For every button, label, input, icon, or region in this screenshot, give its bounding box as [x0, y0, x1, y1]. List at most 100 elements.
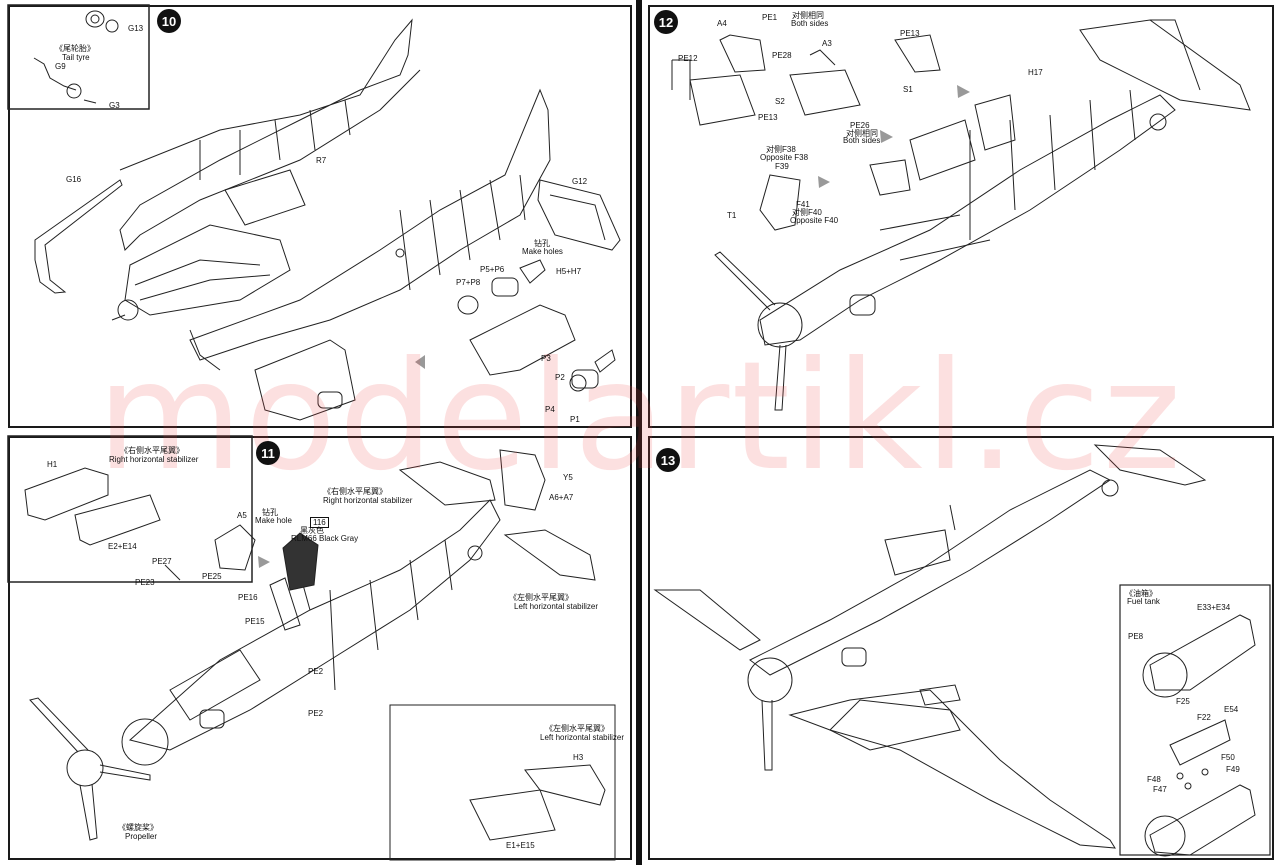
step-number-11: 11: [256, 441, 280, 465]
propeller-label-en: Propeller: [125, 832, 158, 841]
part-label-pe15: PE15: [245, 617, 265, 626]
part-label-h5h7: H5+H7: [556, 267, 582, 276]
right-stab-label-en: Right horizontal stabilizer: [109, 455, 199, 464]
both-sides-label-en: Both sides: [791, 19, 829, 28]
part-label-h1: H1: [47, 460, 58, 469]
step-number-12: 12: [654, 10, 678, 34]
opposite-f40-label-cn: 对侧F40: [792, 208, 822, 217]
part-label-pe26: PE26: [850, 121, 870, 130]
part-label-g12: G12: [572, 177, 588, 186]
part-label-pe12: PE12: [678, 54, 698, 63]
part-label-a4: A4: [717, 19, 727, 28]
propeller-label-cn: 《螺旋桨》: [118, 823, 158, 832]
panel-g12: [537, 179, 621, 251]
part-label-a6a7: A6+A7: [549, 493, 574, 502]
opposite-f40-label-en: Opposite F40: [790, 216, 839, 225]
part-label-g3: G3: [109, 101, 120, 110]
paint-label-en: RLM66 Black Gray: [291, 534, 359, 543]
part-label-p3: P3: [541, 354, 551, 363]
step-12-panel: [648, 5, 1274, 428]
left-stab-inset-frame: [389, 704, 616, 861]
right-stab-2-label-en: Right horizontal stabilizer: [323, 496, 413, 505]
paint-label-cn: 黑灰色: [300, 526, 324, 535]
part-label-e54: E54: [1224, 705, 1239, 714]
right-stab-label-cn: 《右侧水平尾翼》: [120, 446, 184, 455]
step-10-panel: [8, 5, 632, 428]
part-label-g16: G16: [66, 175, 82, 184]
part-label-f41: F41: [796, 200, 810, 209]
part-label-pe23: PE23: [135, 578, 155, 587]
left-stab-3-label-cn: 《左侧水平尾翼》: [545, 724, 609, 733]
right-stab-2-label-cn: 《右侧水平尾翼》: [323, 487, 387, 496]
step-11-panel: [8, 436, 632, 860]
fuel-tank-label-en: Fuel tank: [1127, 597, 1160, 606]
cowling-g16: [34, 179, 123, 294]
right-stab-inset-frame: [7, 435, 253, 583]
part-label-e1e15: E1+E15: [506, 841, 535, 850]
stab-h3-e1: [469, 764, 606, 841]
part-label-pe2-a: PE2: [308, 667, 324, 676]
fuel-tank-inset-frame: [1119, 584, 1271, 856]
part-label-f50: F50: [1221, 753, 1235, 762]
part-label-pe2-b: PE2: [308, 709, 324, 718]
part-label-g9: G9: [55, 62, 66, 71]
part-label-h17: H17: [1028, 68, 1043, 77]
both-sides-label-cn: 对侧相同: [792, 11, 824, 20]
step-number-13: 13: [656, 448, 680, 472]
both-sides-2-label-cn: 对侧相同: [846, 129, 878, 138]
part-label-p2: P2: [555, 373, 565, 382]
part-label-s2: S2: [775, 97, 785, 106]
make-hole-label-en: Make hole: [255, 516, 292, 525]
part-label-f48: F48: [1147, 775, 1161, 784]
plane-step13: [653, 444, 1207, 849]
part-label-y5: Y5: [563, 473, 573, 482]
part-label-e33e34: E33+E34: [1197, 603, 1231, 612]
left-stab-label-cn: 《左侧水平尾翼》: [509, 593, 573, 602]
fuselage-right: [189, 88, 551, 361]
engine-block: [111, 224, 291, 321]
part-label-t1: T1: [727, 211, 737, 220]
part-label-pe13-b: PE13: [900, 29, 920, 38]
opposite-f38-label-en: Opposite F38: [760, 153, 809, 162]
direction-arrows: [258, 85, 970, 568]
both-sides-2-label-en: Both sides: [843, 136, 881, 145]
part-label-f47: F47: [1153, 785, 1167, 794]
page-divider: [636, 0, 642, 865]
part-label-r7: R7: [316, 156, 327, 165]
opposite-f38-label-cn: 对侧F38: [766, 145, 796, 154]
armor-glass-rlm66: [282, 532, 319, 591]
part-label-pe1: PE1: [762, 13, 778, 22]
stab-h1-e2: [24, 467, 161, 546]
left-stab-3-label-en: Left horizontal stabilizer: [540, 733, 625, 742]
part-label-p4: P4: [545, 405, 555, 414]
part-label-f25: F25: [1176, 697, 1190, 706]
make-hole-label-cn: 钻孔: [262, 508, 278, 517]
part-label-e2e14: E2+E14: [108, 542, 137, 551]
side-cowl-panels: [189, 304, 576, 421]
left-stab-label-en: Left horizontal stabilizer: [514, 602, 599, 611]
part-label-g13: G13: [128, 24, 144, 33]
part-label-a3: A3: [822, 39, 832, 48]
part-label-pe8: PE8: [1128, 632, 1144, 641]
step-13-panel: [648, 436, 1274, 860]
make-holes-label-en: Make holes: [522, 247, 563, 256]
tail-tyre-label-cn: 《尾轮胎》: [55, 44, 95, 53]
part-label-f22: F22: [1197, 713, 1211, 722]
part-label-p5p6: P5+P6: [480, 265, 505, 274]
step-number-10: 10: [157, 9, 181, 33]
part-label-a5: A5: [237, 511, 247, 520]
fuel-tank-parts: [1142, 614, 1256, 857]
part-label-f49: F49: [1226, 765, 1240, 774]
part-label-s1: S1: [903, 85, 913, 94]
fuselage-half-r7: [119, 18, 421, 251]
plane-step12: [714, 19, 1251, 411]
make-holes-label-cn: 钻孔: [534, 239, 550, 248]
part-label-p7p8: P7+P8: [456, 278, 481, 287]
tail-tyre-label-en: Tail tyre: [62, 53, 90, 62]
fuel-tank-label-cn: 《油箱》: [1125, 589, 1157, 598]
tail-tyre-parts: [33, 10, 119, 104]
part-label-pe28: PE28: [772, 51, 792, 60]
seat-parts: [671, 34, 941, 231]
part-label-f39: F39: [775, 162, 789, 171]
